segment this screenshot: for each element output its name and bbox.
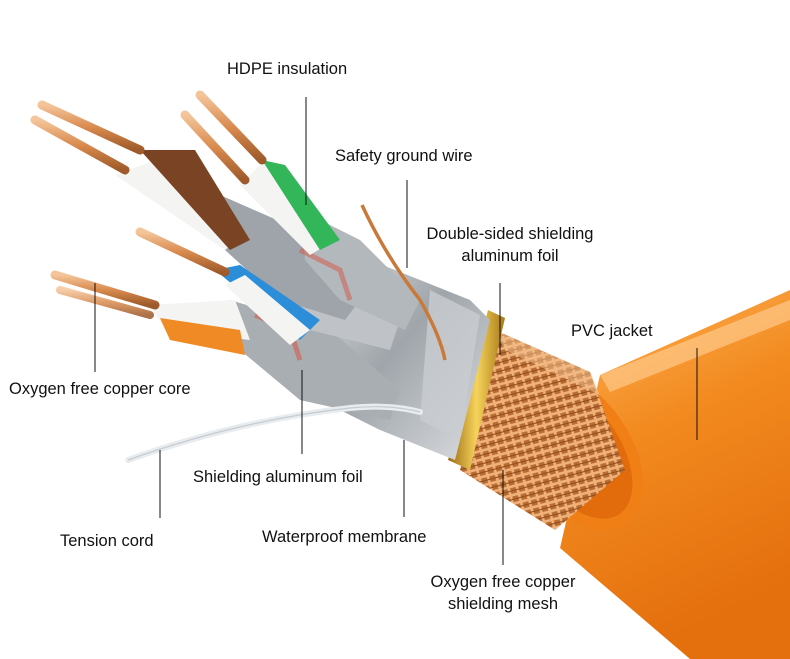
label-hdpe-insulation: HDPE insulation	[227, 60, 348, 78]
safety-ground-wire	[360, 204, 447, 361]
copper-shielding-mesh	[460, 330, 625, 530]
leader-lines	[94, 97, 698, 565]
copper-conductors	[30, 90, 267, 319]
label-copper-shielding-mesh-line2: shielding mesh	[447, 595, 559, 613]
label-safety-ground-wire: Safety ground wire	[335, 147, 473, 165]
label-double-sided-foil-line2: aluminum foil	[461, 247, 559, 265]
label-double-sided-foil: Double-sided shielding aluminum foil	[418, 223, 602, 267]
label-waterproof-membrane: Waterproof membrane	[262, 528, 427, 546]
label-pvc-jacket: PVC jacket	[571, 322, 653, 340]
label-copper-shielding-mesh-line1: Oxygen free copper	[430, 573, 576, 591]
label-tension-cord: Tension cord	[60, 532, 154, 550]
label-oxygen-free-copper-core: Oxygen free copper core	[9, 380, 191, 398]
label-copper-shielding-mesh: Oxygen free copper shielding mesh	[418, 571, 588, 615]
label-shielding-aluminum-foil: Shielding aluminum foil	[193, 468, 363, 486]
tension-cord-outline	[127, 406, 421, 461]
insulated-wires	[115, 150, 340, 355]
label-double-sided-foil-line1: Double-sided shielding	[426, 225, 594, 243]
